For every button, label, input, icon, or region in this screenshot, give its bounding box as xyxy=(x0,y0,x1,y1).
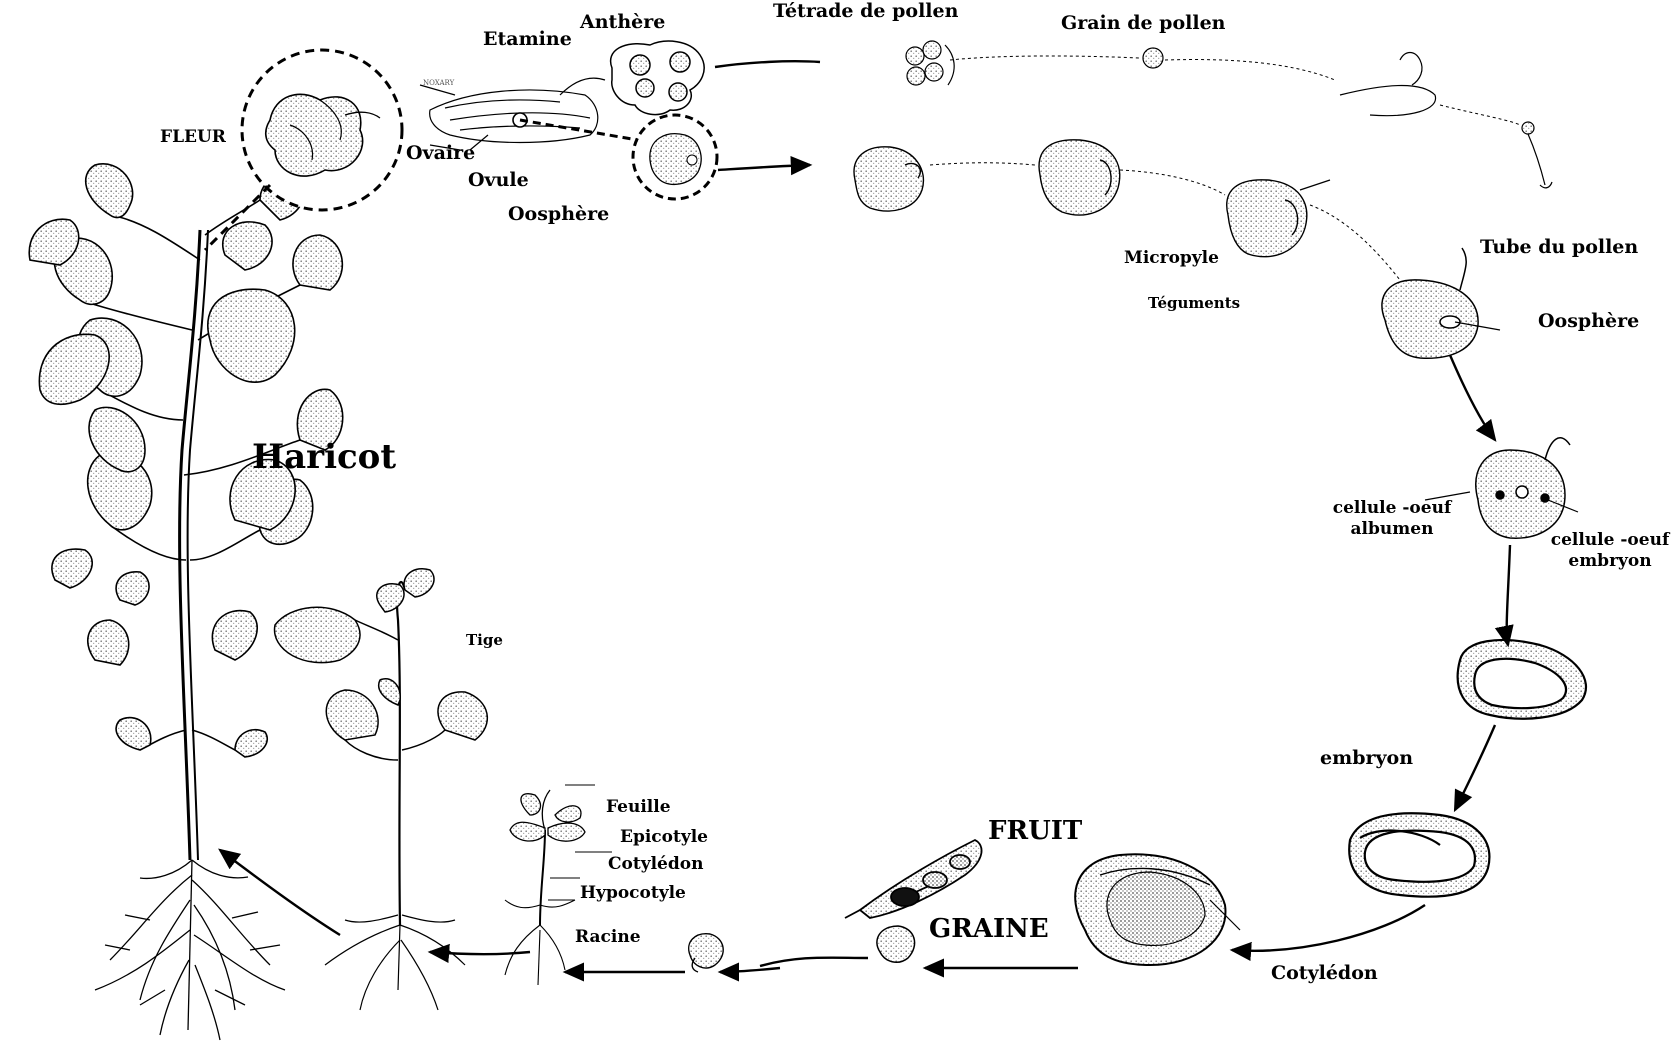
label-anthere: Anthère xyxy=(580,11,666,33)
anther-cross-section xyxy=(609,40,705,116)
arrow-anther-tetrad xyxy=(714,60,821,69)
label-noxary: NOXARY xyxy=(423,79,455,87)
label-cotyledon-seedling: Cotylédon xyxy=(608,854,704,874)
label-cellule-oeuf-embryon-line2: embryon xyxy=(1568,551,1652,571)
label-fruit: FRUIT xyxy=(988,816,1083,846)
embryo-stage-lower xyxy=(1348,812,1491,898)
arrow-seed-segment xyxy=(759,956,869,968)
arrow-oosphere-fertilization xyxy=(1448,354,1497,442)
arrow-embryo-stage xyxy=(1453,724,1497,813)
label-cellule-oeuf-albumen: cellule -oeuf albumen xyxy=(1322,500,1462,538)
flower-magnified xyxy=(240,48,404,212)
label-etamine: Etamine xyxy=(483,28,572,50)
bean-pod xyxy=(844,838,983,919)
ovule-connector xyxy=(519,118,639,142)
ovule-magnified xyxy=(631,113,719,201)
label-racine: Racine xyxy=(575,927,641,947)
label-haricot: Haricot xyxy=(252,437,397,477)
bean-seed xyxy=(876,925,916,964)
flower-connector xyxy=(203,183,272,252)
seedling xyxy=(504,789,586,986)
arrow-young-mature xyxy=(218,848,341,937)
arrow-ovule-stage1 xyxy=(717,156,813,176)
label-feuille: Feuille xyxy=(606,797,671,817)
pollen-tetrad xyxy=(905,40,955,86)
cycle-arrows xyxy=(218,60,1514,982)
pollen-grain xyxy=(1142,47,1164,69)
label-tube-pollen: Tube du pollen xyxy=(1480,236,1639,258)
label-fleur: FLEUR xyxy=(160,127,226,147)
germinating-seed xyxy=(688,933,724,973)
germinating-pollen xyxy=(1339,51,1553,189)
bean-plant-young xyxy=(273,568,489,1011)
seedling-leader-lines xyxy=(548,784,612,901)
label-graine: GRAINE xyxy=(929,914,1049,944)
label-ovaire: Ovaire xyxy=(406,142,476,164)
flower-section xyxy=(419,77,606,144)
arrow-seedling-young xyxy=(427,943,531,964)
label-oosphere-top: Oosphère xyxy=(508,203,610,225)
label-tetrade-pollen: Tétrade de pollen xyxy=(773,0,959,22)
label-epicotyle: Epicotyle xyxy=(620,827,708,847)
embryo-stage-upper xyxy=(1456,638,1588,720)
arrow-seed-germinating xyxy=(717,962,781,982)
label-cellule-oeuf-albumen-line1: cellule -oeuf xyxy=(1332,498,1452,518)
arrow-embryo-cotyledon xyxy=(1229,904,1426,961)
label-cellule-oeuf-embryon-line1: cellule -oeuf xyxy=(1550,530,1670,550)
ovule-stage-micropyle xyxy=(1226,179,1308,258)
label-grain-pollen: Grain de pollen xyxy=(1061,12,1226,34)
arrow-fertilization-embryo xyxy=(1494,544,1514,648)
label-oosphere-right: Oosphère xyxy=(1538,310,1640,332)
label-tige: Tige xyxy=(466,631,503,649)
double-fertilization-ovule xyxy=(1475,437,1571,539)
label-hypocotyle: Hypocotyle xyxy=(580,883,686,903)
right-leader-lines xyxy=(429,134,1579,931)
label-cellule-oeuf-albumen-line2: albumen xyxy=(1350,519,1434,539)
dotted-connectors xyxy=(929,55,1521,281)
label-cotyledon-main: Cotylédon xyxy=(1271,962,1378,984)
label-cellule-oeuf-embryon: cellule -oeuf embryon xyxy=(1548,532,1672,570)
label-embryon: embryon xyxy=(1320,747,1414,769)
label-ovule: Ovule xyxy=(468,169,529,191)
ovule-stage-2 xyxy=(1038,139,1121,216)
ovule-stage-1 xyxy=(853,146,925,212)
seed-section-cotyledon xyxy=(1074,853,1227,967)
bean-plant-mature xyxy=(28,163,344,1041)
label-micropyle: Micropyle xyxy=(1124,248,1219,268)
label-teguments: Téguments xyxy=(1148,294,1241,312)
ovule-with-pollen-tube xyxy=(1381,247,1479,359)
